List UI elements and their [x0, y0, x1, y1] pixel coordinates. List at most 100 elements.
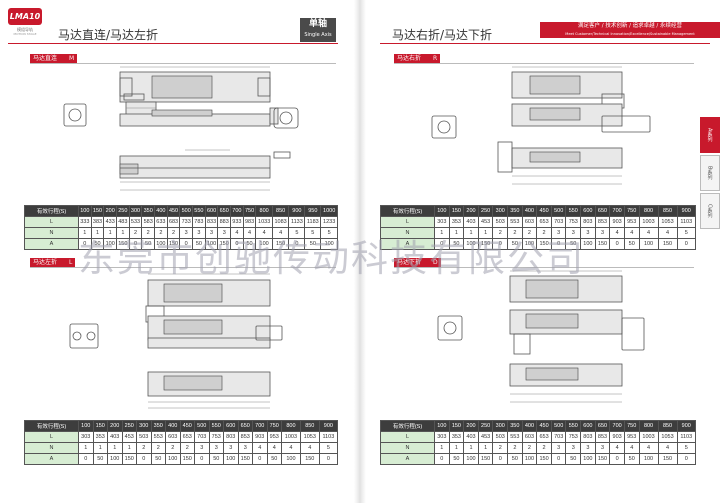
value-cell: 2 [492, 227, 509, 239]
stroke-header-cell: 有效行程(S) [24, 205, 79, 217]
value-cell: 150 [536, 453, 552, 465]
stroke-cell: 600 [223, 420, 239, 432]
value-cell: 0 [676, 453, 697, 465]
value-cell: 2 [521, 227, 538, 239]
brand-logo: LMA10 模组导轨 MOTION STAGE [8, 8, 42, 42]
value-cell: 753 [565, 431, 582, 443]
row-label-cell: L [24, 216, 79, 228]
value-cell: 453 [477, 431, 494, 443]
stroke-cell: 900 [676, 420, 697, 432]
value-cell: 503 [492, 216, 509, 228]
value-cell: 3 [580, 442, 596, 454]
stroke-cell: 850 [657, 205, 678, 217]
value-cell: 1103 [676, 216, 697, 228]
value-cell: 2 [128, 227, 143, 239]
value-cell: 0 [318, 453, 339, 465]
left-page: LMA10 模组导轨 MOTION STAGE 马达直连/马达左折 单轴 Sin… [0, 0, 358, 503]
side-tab-c-series[interactable]: C系列 [700, 193, 720, 229]
value-cell: 3 [565, 227, 582, 239]
value-cell: 100 [463, 453, 479, 465]
value-cell: 150 [657, 453, 678, 465]
side-tab-b-series[interactable]: B系列 [700, 155, 720, 191]
value-cell: 353 [448, 216, 465, 228]
stroke-cell: 400 [521, 205, 538, 217]
value-cell: 2 [136, 442, 152, 454]
stroke-cell: 700 [252, 420, 268, 432]
stroke-cell: 850 [657, 420, 678, 432]
value-cell: 50 [623, 453, 640, 465]
value-cell: 4 [657, 227, 678, 239]
value-cell: 4 [623, 442, 640, 454]
stroke-cell: 950 [304, 205, 322, 217]
stroke-header-cell: 有效行程(S) [380, 205, 435, 217]
stroke-cell: 250 [121, 420, 137, 432]
value-cell: 453 [121, 431, 137, 443]
section-divider [394, 267, 694, 268]
value-cell: 953 [623, 216, 640, 228]
stroke-cell: 300 [492, 205, 509, 217]
side-tab-a-series[interactable]: A系列 [700, 117, 720, 153]
brand-line1: 模组导轨 [17, 27, 33, 32]
value-cell: 0 [492, 238, 509, 250]
value-cell: 2 [521, 442, 538, 454]
value-cell: 150 [271, 238, 290, 250]
value-cell: 150 [594, 453, 611, 465]
stroke-cell: 700 [230, 205, 244, 217]
value-cell: 4 [609, 442, 625, 454]
value-cell: 50 [565, 238, 582, 250]
stroke-cell: 700 [609, 205, 625, 217]
value-cell: 703 [194, 431, 210, 443]
value-cell: 100 [107, 453, 123, 465]
value-cell: 1033 [255, 216, 273, 228]
value-cell: 2 [492, 442, 509, 454]
stroke-cell: 850 [271, 205, 290, 217]
row-label-cell: L [380, 431, 435, 443]
value-cell: 150 [299, 453, 320, 465]
value-cell: 5 [676, 227, 697, 239]
value-cell: 100 [580, 453, 596, 465]
slogan-banner: 满足客户 / 技术创新 / 追求卓越 / 永续经营 Meet Customer/… [540, 22, 720, 38]
value-cell: 1 [121, 442, 137, 454]
value-cell: 0 [550, 453, 567, 465]
stroke-cell: 100 [434, 420, 450, 432]
value-cell: 2 [536, 227, 552, 239]
value-cell: 1003 [281, 431, 301, 443]
row-label-cell: A [380, 453, 435, 465]
stroke-cell: 300 [136, 420, 152, 432]
value-cell: 333 [78, 216, 92, 228]
value-cell: 1053 [299, 431, 320, 443]
value-cell: 4 [266, 442, 282, 454]
value-cell: 5 [320, 227, 338, 239]
value-cell: 1003 [638, 216, 659, 228]
value-cell: 2 [166, 227, 181, 239]
axis-badge-en: Single Axis [304, 32, 332, 38]
section-tag-code: R [433, 55, 438, 62]
value-cell: 5 [288, 227, 306, 239]
right-page: 马达右折/马达下折 满足客户 / 技术创新 / 追求卓越 / 永续经营 Meet… [362, 0, 720, 503]
stroke-cell: 750 [242, 205, 257, 217]
value-cell: 753 [208, 431, 224, 443]
stroke-cell: 800 [281, 420, 301, 432]
stroke-cell: 600 [580, 420, 596, 432]
stroke-cell: 400 [165, 420, 181, 432]
stroke-cell: 800 [255, 205, 273, 217]
stroke-cell: 500 [550, 420, 567, 432]
value-cell: 903 [609, 216, 625, 228]
value-cell: 853 [594, 431, 611, 443]
value-cell: 483 [116, 216, 130, 228]
value-cell: 733 [179, 216, 194, 228]
value-cell: 0 [434, 238, 450, 250]
value-cell: 100 [165, 453, 181, 465]
value-cell: 0 [194, 453, 210, 465]
page-title-right: 马达右折/马达下折 [392, 28, 493, 42]
value-cell: 4 [299, 442, 320, 454]
value-cell: 553 [507, 431, 523, 443]
value-cell: 50 [266, 453, 282, 465]
value-cell: 150 [116, 238, 130, 250]
